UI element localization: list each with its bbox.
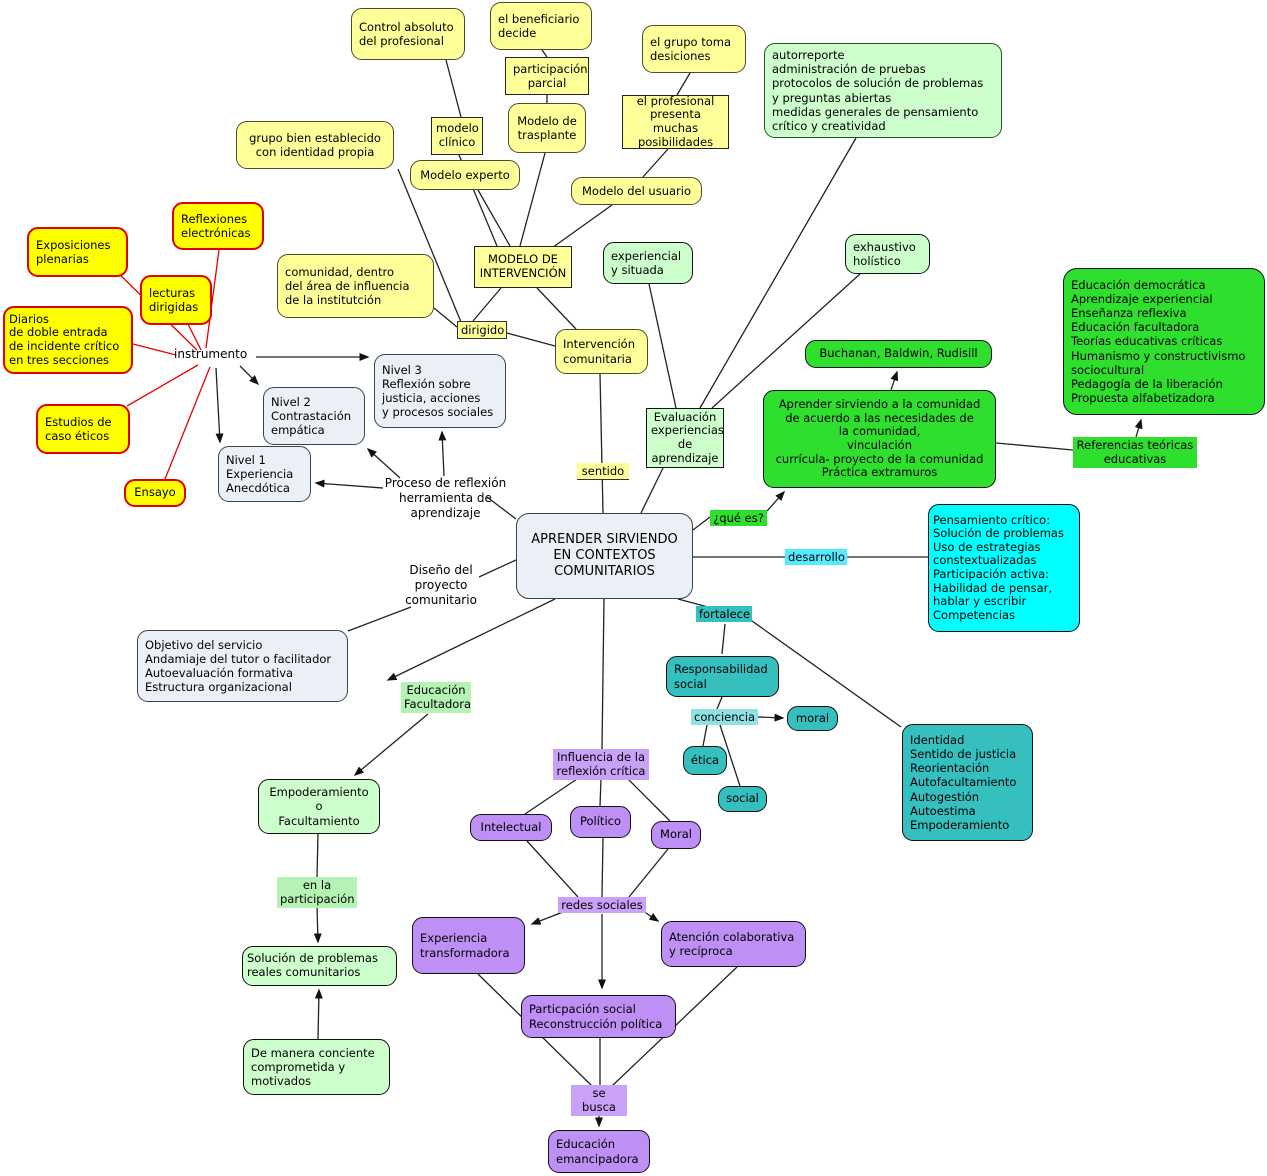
- node-instrumento[interactable]: instrumento: [174, 347, 248, 361]
- node-modelo-trasplante[interactable]: Modelo de trasplante: [508, 103, 586, 153]
- node-proceso-reflexion[interactable]: Proceso de reflexión herramienta de apre…: [384, 476, 507, 520]
- node-control-absoluto[interactable]: Control absoluto del profesional: [351, 8, 465, 60]
- link-label-en-la-participacion[interactable]: en la participación: [277, 877, 357, 908]
- node-modelo-usuario[interactable]: Modelo del usuario: [571, 177, 702, 205]
- node-buchanan-baldwin-rudisill[interactable]: Buchanan, Baldwin, Rudisill: [805, 340, 992, 368]
- node-evaluacion-experiencias[interactable]: Evaluación experiencias de aprendizaje: [646, 408, 724, 468]
- node-exposiciones-plenarias[interactable]: Exposiciones plenarias: [27, 227, 128, 277]
- node-diseno-proyecto[interactable]: Diseño del proyecto comunitario: [405, 563, 477, 607]
- node-nivel-2[interactable]: Nivel 2 Contrastación empática: [263, 387, 365, 445]
- node-moral-conciencia[interactable]: moral: [787, 706, 838, 731]
- node-profesional-presenta[interactable]: el profesional presenta muchas posibilid…: [622, 94, 729, 149]
- node-aprender-sirviendo-comunidad[interactable]: Aprender sirviendo a la comunidad de acu…: [763, 390, 996, 488]
- link-label-conciencia[interactable]: conciencia: [691, 709, 758, 726]
- node-objetivo-servicio[interactable]: Objetivo del servicio Andamiaje del tuto…: [137, 630, 348, 702]
- link-label-influencia-reflexion[interactable]: Influencia de la reflexión crítica: [553, 749, 649, 780]
- node-politico[interactable]: Político: [570, 806, 631, 838]
- node-grupo-bien-establecido[interactable]: grupo bien establecido con identidad pro…: [236, 121, 394, 169]
- node-etica[interactable]: ética: [683, 746, 727, 775]
- node-social[interactable]: social: [718, 786, 767, 812]
- node-identidad-lista[interactable]: Identidad Sentido de justicia Reorientac…: [902, 724, 1033, 841]
- node-experiencial-situada[interactable]: experiencial y situada: [603, 242, 693, 284]
- node-educacion-democratica[interactable]: Educación democrática Aprendizaje experi…: [1063, 268, 1265, 415]
- link-label-sentido[interactable]: sentido: [577, 463, 629, 481]
- node-solucion-problemas[interactable]: Solución de problemas reales comunitario…: [242, 946, 397, 986]
- node-empoderamiento-facultamiento[interactable]: Empoderamiento o Facultamiento: [258, 779, 380, 834]
- node-nivel-1[interactable]: Nivel 1 Experiencia Anecdótica: [218, 446, 311, 502]
- node-atencion-colaborativa[interactable]: Atención colaborativa y recíproca: [661, 921, 806, 967]
- link-label-que-es[interactable]: ¿qué es?: [710, 510, 767, 527]
- node-pensamiento-critico[interactable]: Pensamiento crítico: Solución de problem…: [928, 504, 1080, 632]
- node-beneficiario-decide[interactable]: el beneficiario decide: [490, 2, 592, 50]
- node-intelectual[interactable]: Intelectual: [470, 814, 552, 841]
- link-label-dirigido[interactable]: dirigido: [457, 321, 507, 340]
- node-responsabilidad-social[interactable]: Responsabilidad social: [666, 656, 779, 697]
- node-autorreporte[interactable]: autorreporte administración de pruebas p…: [764, 43, 1002, 138]
- node-intervencion-comunitaria[interactable]: Intervención comunitaria: [555, 329, 648, 374]
- link-label-redes-sociales[interactable]: redes sociales: [558, 897, 646, 914]
- link-label-se-busca[interactable]: se busca: [571, 1085, 627, 1116]
- link-label-referencias-teoricas[interactable]: Referencias teóricas educativas: [1073, 437, 1197, 468]
- node-participacion-parcial[interactable]: participación parcial: [505, 57, 589, 95]
- node-de-manera-conciente[interactable]: De manera conciente comprometida y motiv…: [243, 1039, 390, 1095]
- node-diarios-doble-entrada[interactable]: Diarios de doble entrada de incidente cr…: [3, 306, 133, 374]
- node-estudios-caso-eticos[interactable]: Estudios de caso éticos: [36, 404, 130, 454]
- node-participacion-social[interactable]: Particpación social Reconstrucción polít…: [521, 995, 676, 1038]
- node-lecturas-dirigidas[interactable]: lecturas dirigidas: [140, 275, 212, 325]
- link-label-educacion-facultadora[interactable]: Educación Facultadora: [401, 682, 471, 713]
- node-educacion-emancipadora[interactable]: Educación emancipadora: [548, 1130, 650, 1173]
- node-experiencia-transformadora[interactable]: Experiencia transformadora: [412, 917, 525, 974]
- link-label-fortalece[interactable]: fortalece: [696, 606, 752, 623]
- node-modelo-clinico[interactable]: modelo clínico: [431, 117, 483, 155]
- node-central-aprender-sirviendo[interactable]: APRENDER SIRVIENDO EN CONTEXTOS COMUNITA…: [516, 513, 693, 599]
- node-grupo-toma-desiciones[interactable]: el grupo toma desiciones: [642, 25, 746, 73]
- node-modelo-experto[interactable]: Modelo experto: [410, 160, 520, 190]
- node-modelo-intervencion[interactable]: MODELO DE INTERVENCIÓN: [474, 246, 572, 288]
- node-nivel-3[interactable]: Nivel 3 Reflexión sobre justicia, accion…: [374, 354, 506, 428]
- node-reflexiones-electronicas[interactable]: Reflexiones electrónicas: [172, 202, 264, 250]
- node-comunidad-area[interactable]: comunidad, dentro del área de influencia…: [277, 254, 434, 318]
- link-label-desarrollo[interactable]: desarrollo: [785, 549, 847, 566]
- node-moral-reflexion[interactable]: Moral: [651, 821, 701, 849]
- node-ensayo[interactable]: Ensayo: [124, 479, 186, 507]
- node-exhaustivo-holistico[interactable]: exhaustivo holístico: [845, 234, 930, 274]
